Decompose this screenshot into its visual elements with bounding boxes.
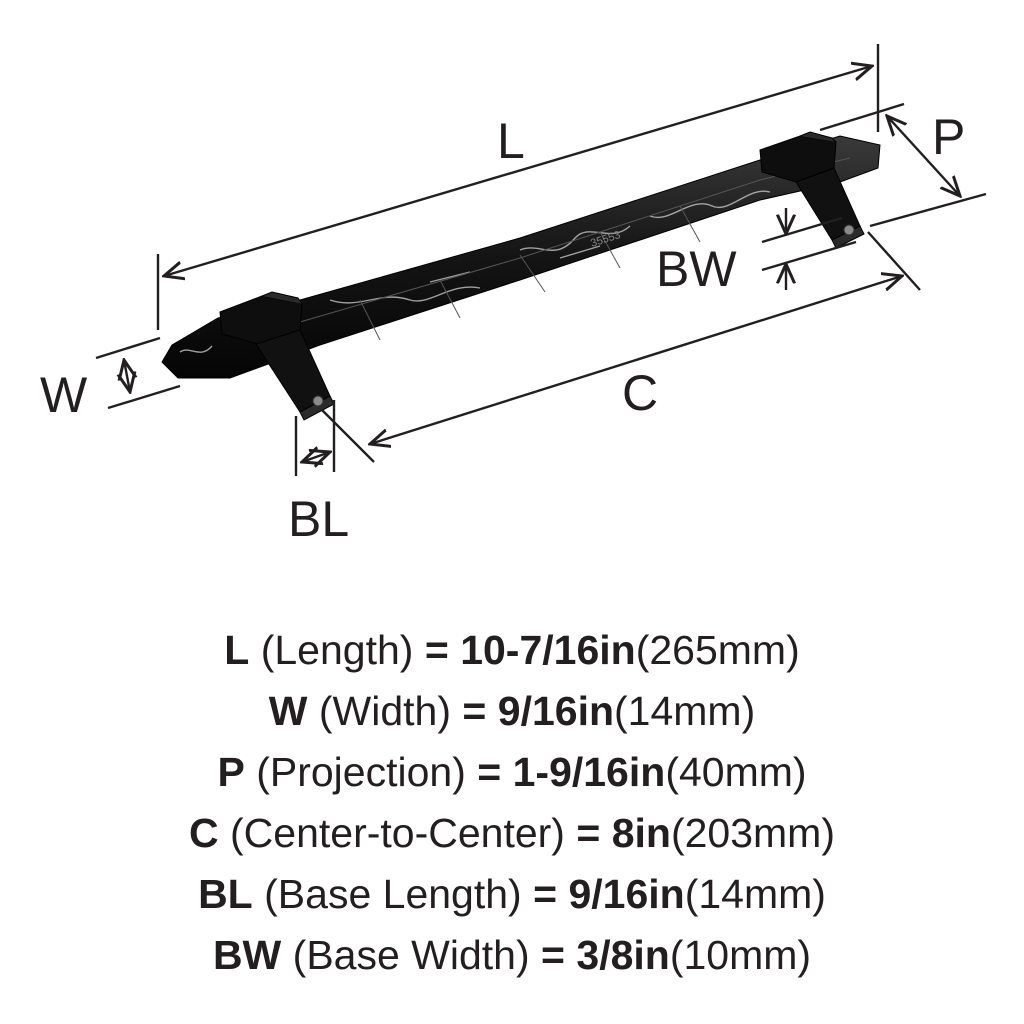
spec-imperial: 8in [611, 810, 671, 856]
spec-name: (Center-to-Center) [230, 810, 565, 856]
spec-code: P [217, 749, 245, 795]
spec-name: (Projection) [256, 749, 466, 795]
label-p: P [932, 109, 965, 165]
spec-projection: P (Projection) = 1-9/16in(40mm) [0, 742, 1024, 803]
spec-imperial: 9/16in [497, 688, 614, 734]
label-c: C [622, 365, 658, 421]
label-l: L [497, 113, 525, 169]
cabinet-pull-handle: 35553 [161, 131, 881, 421]
spec-name: (Base Length) [264, 871, 522, 917]
spec-metric: (40mm) [665, 749, 807, 795]
w-arrow [124, 360, 130, 392]
spec-equals: = [533, 871, 558, 917]
spec-imperial: 9/16in [568, 871, 685, 917]
spec-name: (Width) [318, 688, 451, 734]
spec-base-width: BW (Base Width) = 3/8in(10mm) [0, 925, 1024, 986]
w-extension-top [95, 336, 161, 360]
bw-extension-top [761, 216, 843, 244]
c-arrow [370, 276, 902, 444]
bw-extension-bottom [761, 240, 857, 272]
l-arrow [164, 66, 872, 276]
dimension-lines [95, 44, 987, 476]
spec-code: L [224, 627, 250, 673]
spec-metric: (14mm) [614, 688, 756, 734]
spec-metric: (10mm) [669, 932, 812, 978]
spec-imperial: 1-9/16in [512, 749, 666, 795]
product-dimension-diagram: 35553 [40, 44, 987, 547]
spec-equals: = [477, 749, 502, 795]
label-w: W [40, 367, 88, 423]
left-post [219, 291, 335, 421]
spec-width: W (Width) = 9/16in(14mm) [0, 681, 1024, 742]
spec-code: W [268, 688, 308, 734]
p-extension-top [819, 102, 905, 132]
spec-imperial: 3/8in [576, 932, 670, 978]
p-extension-bottom [869, 192, 987, 228]
spec-code: C [189, 810, 219, 856]
spec-imperial: 10-7/16in [460, 627, 636, 673]
bl-arrow [302, 452, 330, 462]
label-bl: BL [288, 491, 349, 547]
spec-equals: = [462, 688, 487, 734]
spec-base-length: BL (Base Length) = 9/16in(14mm) [0, 864, 1024, 925]
c-extension-left [321, 409, 375, 463]
spec-name: (Length) [260, 627, 414, 673]
spec-metric: (265mm) [635, 627, 800, 673]
spec-equals: = [576, 810, 601, 856]
spec-equals: = [424, 627, 449, 673]
spec-center-to-center: C (Center-to-Center) = 8in(203mm) [0, 803, 1024, 864]
spec-length: L (Length) = 10-7/16in(265mm) [0, 620, 1024, 681]
dimension-spec-list: L (Length) = 10-7/16in(265mm) W (Width) … [0, 620, 1024, 986]
label-bw: BW [656, 241, 737, 297]
p-arrow [887, 116, 960, 196]
spec-code: BW [212, 932, 282, 978]
spec-name: (Base Width) [292, 932, 530, 978]
spec-code: BL [198, 871, 253, 917]
spec-metric: (203mm) [670, 810, 835, 856]
w-extension-bottom [107, 384, 181, 410]
spec-equals: = [541, 932, 565, 978]
spec-metric: (14mm) [684, 871, 826, 917]
c-extension-right [867, 231, 921, 291]
